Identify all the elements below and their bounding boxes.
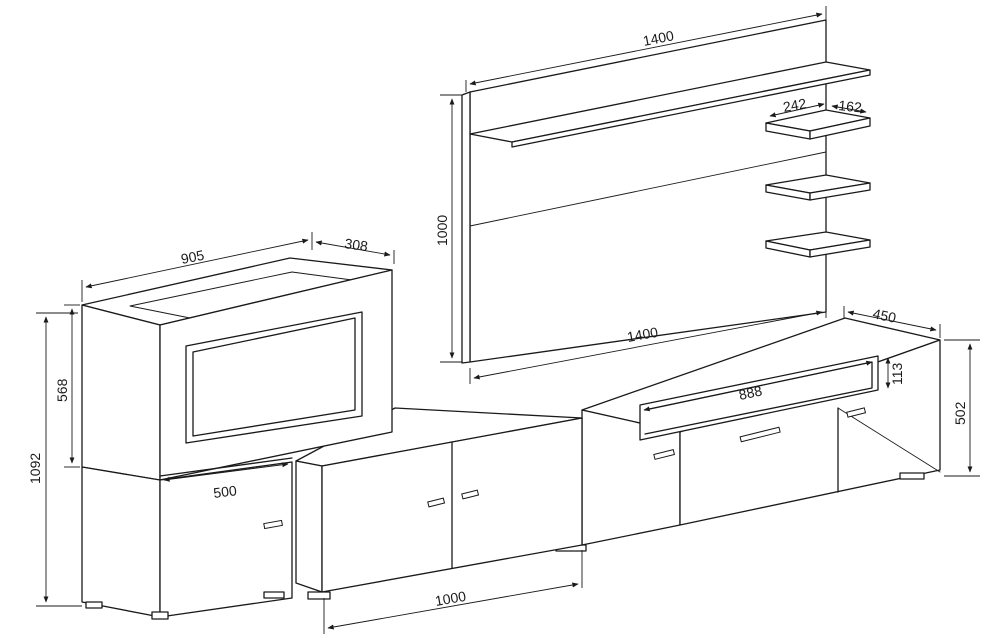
label-niche-height: 113 bbox=[889, 362, 905, 385]
dim-panel-width-top bbox=[469, 12, 823, 86]
tv-unit-foot-2 bbox=[899, 472, 925, 480]
label-shelf-width: 242 bbox=[782, 95, 808, 115]
dim-shelf-width bbox=[769, 102, 825, 118]
sideboard-handle-1 bbox=[427, 497, 446, 508]
small-shelf-1-front bbox=[809, 117, 871, 140]
sideboard bbox=[295, 407, 583, 600]
label-showcase-width: 905 bbox=[180, 247, 206, 267]
base-cabinet-side bbox=[81, 466, 161, 618]
tv-unit bbox=[555, 317, 941, 552]
dim-showcase-depth bbox=[315, 240, 391, 257]
dimension-labels: 1400 1000 1400 242 162 905 308 568 1092 … bbox=[27, 27, 968, 609]
long-shelf-front bbox=[511, 69, 871, 148]
dim-panel-width-bottom bbox=[473, 310, 823, 380]
showcase-glass bbox=[192, 317, 356, 437]
base-foot-3 bbox=[263, 591, 285, 599]
wall-panel bbox=[461, 19, 871, 364]
dim-tv-unit-depth bbox=[847, 310, 937, 332]
tv-unit-handle-2 bbox=[739, 426, 781, 443]
tv-unit-side-hidden bbox=[837, 407, 941, 473]
dimension-lines bbox=[36, 6, 980, 634]
label-showcase-depth: 308 bbox=[344, 235, 370, 254]
showcase-side bbox=[81, 304, 161, 481]
label-shelf-depth: 162 bbox=[838, 97, 863, 115]
base-cabinet bbox=[81, 457, 293, 620]
small-shelf-2-front bbox=[809, 182, 871, 201]
label-showcase-total-height: 1092 bbox=[27, 453, 43, 484]
sideboard-foot bbox=[307, 591, 331, 600]
label-panel-width-bottom: 1400 bbox=[626, 324, 660, 345]
dim-base-width bbox=[163, 462, 289, 482]
base-cabinet-handle bbox=[263, 519, 283, 530]
dim-niche-width bbox=[643, 360, 873, 412]
tv-unit-handle-1 bbox=[653, 449, 676, 460]
small-shelf-3-front bbox=[809, 239, 871, 258]
wall-panel-edge bbox=[461, 91, 471, 364]
label-showcase-glass-height: 568 bbox=[54, 378, 70, 402]
sideboard-handle-2 bbox=[461, 489, 480, 500]
dim-sideboard-width bbox=[327, 582, 579, 630]
base-foot-1 bbox=[85, 601, 103, 609]
label-base-width: 500 bbox=[212, 482, 237, 501]
wall-panel-joint bbox=[469, 151, 827, 227]
base-foot-2 bbox=[151, 611, 169, 620]
label-tv-unit-depth: 450 bbox=[871, 305, 897, 326]
dim-showcase-width bbox=[85, 238, 309, 289]
label-sideboard-width: 1000 bbox=[434, 588, 468, 609]
sideboard-side bbox=[295, 460, 323, 593]
label-niche-width: 888 bbox=[737, 382, 763, 403]
label-panel-width-top: 1400 bbox=[642, 27, 676, 49]
label-panel-height: 1000 bbox=[434, 215, 450, 246]
dim-shelf-depth bbox=[831, 104, 867, 114]
label-tv-unit-height: 502 bbox=[952, 401, 968, 425]
showcase bbox=[81, 257, 393, 481]
